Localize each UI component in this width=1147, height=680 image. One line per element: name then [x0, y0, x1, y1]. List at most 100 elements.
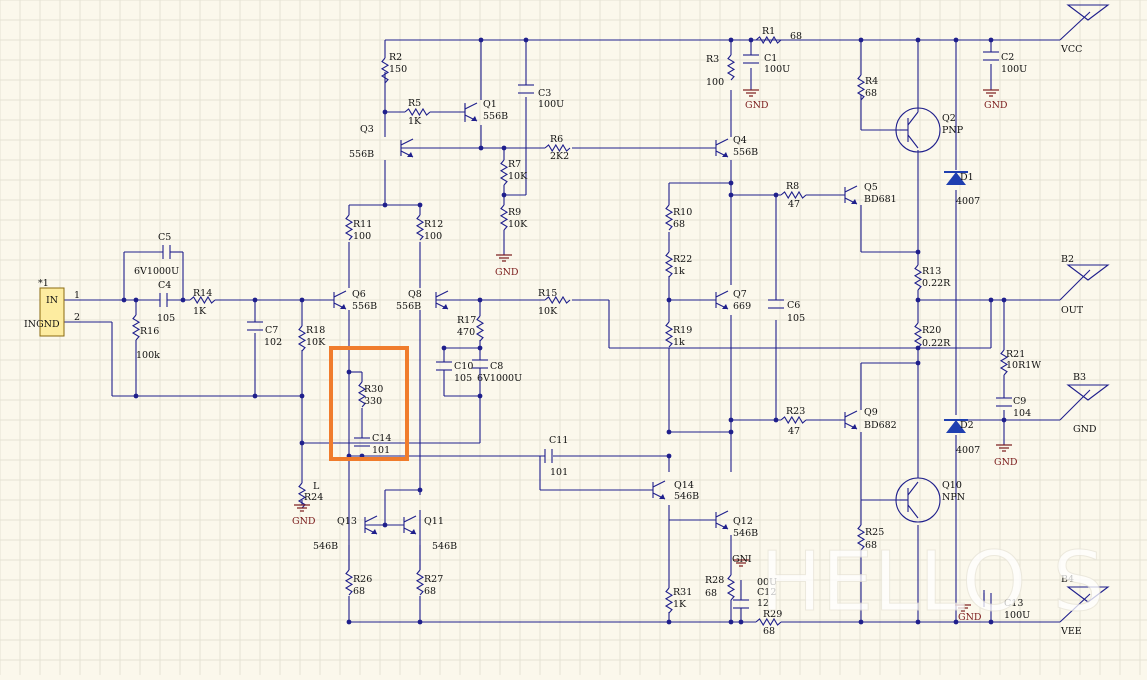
d1-ref: D1	[960, 172, 974, 183]
ground-symbol: GND	[994, 444, 1018, 468]
resistor-r5	[404, 107, 431, 117]
resistor-value: 68	[673, 219, 685, 230]
transistor-ref: Q13	[337, 516, 357, 527]
capacitor-value: 6V1000U	[477, 373, 522, 384]
d2-ref: D2	[960, 420, 974, 431]
resistor-ref: R2	[389, 52, 402, 63]
transistor-ref: Q5	[864, 182, 878, 193]
diode-d1	[944, 171, 968, 185]
connector-pin1-name: IN	[46, 295, 58, 306]
resistor-ref: R17	[457, 315, 476, 326]
resistor-r19	[664, 321, 674, 348]
resistor-r7	[499, 159, 509, 186]
resistor-value: 68	[353, 586, 365, 597]
rail-out: OUT	[1061, 305, 1084, 316]
capacitor-ref: C12	[757, 587, 776, 598]
resistor-value: 1k	[673, 266, 685, 277]
resistor-value: 68	[790, 31, 802, 42]
transistor-value: 556B	[733, 147, 758, 158]
resistor-r22	[664, 251, 674, 278]
resistor-value: 150	[389, 64, 407, 75]
resistor-value: 1K	[408, 116, 422, 127]
transistor-value: NPN	[942, 492, 965, 503]
resistor-r14	[189, 295, 216, 305]
capacitors: C1100UC2100UC3100UC4105C56V1000UC6105C71…	[134, 51, 1031, 621]
resistor-ref: R4	[865, 76, 878, 87]
transistor-ref: Q7	[733, 289, 747, 300]
resistor-r25	[856, 524, 866, 551]
transistor-ref: Q10	[942, 480, 962, 491]
resistor-value: 68	[424, 586, 436, 597]
resistor-value: 10K	[306, 337, 326, 348]
resistor-r29	[755, 617, 782, 627]
capacitor-ref: C8	[490, 361, 503, 372]
d1-val: 4007	[956, 196, 980, 207]
capacitor-ref: C6	[787, 300, 800, 311]
resistor-ref: R25	[865, 527, 884, 538]
transistor-ref: Q9	[864, 407, 878, 418]
rail-vee: VEE	[1060, 626, 1082, 637]
resistor-r18	[297, 325, 307, 352]
resistor-ref: R30	[364, 384, 383, 395]
transistor-value: BD682	[864, 420, 897, 431]
transistor-value: 556B	[396, 301, 421, 312]
transistor-value: 546B	[313, 541, 338, 552]
watermark: HELLO S	[760, 535, 1105, 630]
transistor-value: 546B	[733, 528, 758, 539]
resistor-ref: R29	[763, 609, 782, 620]
resistor-ref: R5	[408, 98, 421, 109]
resistor-ref: R7	[508, 159, 521, 170]
capacitor-ref: C4	[158, 280, 171, 291]
c12-ref: 12	[757, 598, 769, 609]
resistor-value: 0.22R	[922, 338, 951, 349]
highlight-box	[329, 346, 409, 461]
ground-symbol: GND	[743, 89, 769, 111]
ground-label: GND	[745, 100, 769, 111]
capacitor-value: 105	[157, 313, 175, 324]
port-symbols	[1066, 4, 1110, 603]
transistor-ref: Q4	[733, 135, 747, 146]
resistor-value: 1K	[193, 306, 207, 317]
capacitor-value: 101	[550, 467, 568, 478]
resistor-ref: R1	[762, 26, 775, 37]
resistor-r20	[913, 322, 923, 349]
connector-pin1-num: 1	[74, 290, 80, 301]
resistor-value: 1K	[673, 599, 687, 610]
resistor-ref: R22	[673, 254, 692, 265]
labels: *1 IN INGND 1 2 VCC OUT VEE GND B2 B3 B4…	[24, 44, 1097, 637]
gnd-partial: GNI	[732, 554, 752, 565]
capacitor-value: 6V1000U	[134, 266, 179, 277]
resistor-r24	[297, 482, 307, 509]
capacitor-value: 00U	[757, 577, 777, 588]
capacitor-ref: C7	[265, 325, 278, 336]
transistor-ref: Q1	[483, 99, 497, 110]
transistor-value: 556B	[483, 111, 508, 122]
resistor-ref: R10	[673, 207, 692, 218]
ground-label: GND	[495, 267, 519, 278]
capacitor-value: 104	[1013, 408, 1031, 419]
resistor-ref: R9	[508, 207, 521, 218]
port-b2: B2	[1061, 254, 1074, 265]
resistor-ref: R24	[304, 492, 323, 503]
capacitor-ref: C11	[549, 435, 568, 446]
resistor-ref: R28	[705, 575, 724, 586]
connector-pin2-name: INGND	[24, 319, 60, 330]
input-connector	[39, 287, 65, 337]
resistor-value: 10K	[508, 219, 528, 230]
resistor-value: 10R1W	[1006, 360, 1041, 371]
ground-symbol: GND	[292, 504, 316, 527]
resistor-ref: R26	[353, 574, 372, 585]
resistor-value: 100	[353, 231, 371, 242]
capacitor-ref: C9	[1013, 396, 1026, 407]
resistor-r3	[726, 54, 736, 81]
resistor-ref: R20	[922, 325, 941, 336]
